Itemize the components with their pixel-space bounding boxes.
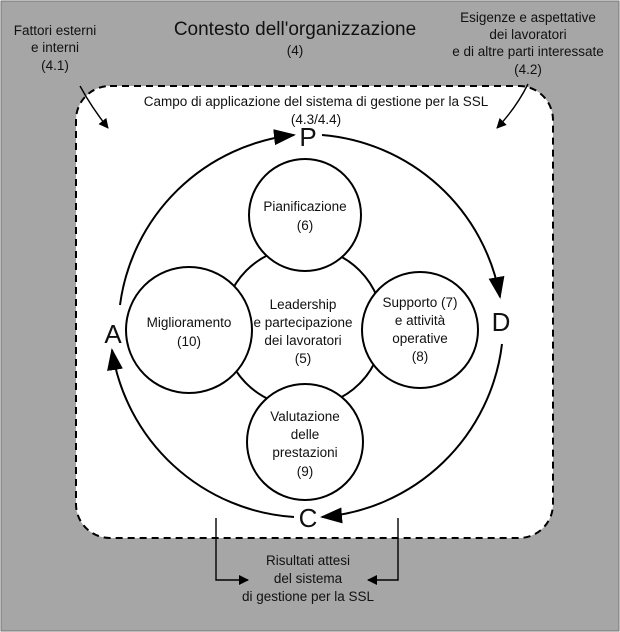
improvement-ref: (10) — [177, 334, 201, 349]
leadership-line1: Leadership — [270, 297, 337, 312]
arrow-a-to-p — [119, 129, 296, 306]
results-arrow-right — [367, 518, 399, 585]
needs-line3: e di altre parti interessate — [452, 44, 604, 59]
improvement-line1: Miglioramento — [147, 315, 232, 330]
context-title: Contesto dell'organizzazione — [174, 19, 416, 40]
results-arrow-left — [215, 518, 249, 585]
evaluation-circle — [246, 383, 364, 501]
arrow-p-to-d — [321, 134, 505, 299]
pdca-a: A — [104, 319, 122, 349]
support-circle — [361, 271, 479, 389]
pdca-p: P — [299, 122, 316, 152]
external-factors-ref: (4.1) — [41, 58, 69, 73]
needs-arrow — [496, 83, 529, 129]
support-line3: operative — [392, 331, 448, 346]
leadership-line2: e partecipazione — [253, 315, 352, 330]
leadership-line3: dei lavoratori — [264, 333, 341, 348]
evaluation-line2: delle — [291, 427, 320, 442]
results-line2: del sistema — [274, 571, 343, 586]
planning-line1: Pianificazione — [263, 199, 346, 214]
external-factors-line1: Fattori esterni — [14, 23, 97, 38]
scope-ref: (4.3/4.4) — [291, 112, 341, 127]
needs-line1: Esigenze e aspettative — [460, 10, 596, 25]
needs-line2: dei lavoratori — [489, 27, 566, 42]
improvement-circle — [125, 266, 253, 394]
leadership-ref: (5) — [295, 351, 312, 366]
support-line2: e attività — [395, 313, 446, 328]
context-ref: (4) — [287, 43, 304, 58]
external-factors-arrow — [79, 85, 109, 129]
support-ref: (8) — [412, 349, 429, 364]
evaluation-line3: prestazioni — [272, 445, 337, 460]
scope-label: Campo di applicazione del sistema di ges… — [144, 94, 489, 109]
evaluation-line1: Valutazione — [270, 409, 340, 424]
planning-ref: (6) — [297, 218, 314, 233]
external-factors-line2: e interni — [31, 40, 79, 55]
planning-circle — [248, 158, 362, 272]
pdca-d: D — [492, 307, 511, 337]
pdca-c: C — [299, 503, 318, 533]
arrow-d-to-c — [320, 343, 503, 524]
arrow-c-to-a — [107, 348, 295, 518]
results-line3: di gestione per la SSL — [242, 589, 375, 604]
support-line1: Supporto (7) — [382, 295, 457, 310]
results-line1: Risultati attesi — [266, 553, 350, 568]
needs-ref: (4.2) — [514, 62, 542, 77]
evaluation-ref: (9) — [297, 464, 314, 479]
